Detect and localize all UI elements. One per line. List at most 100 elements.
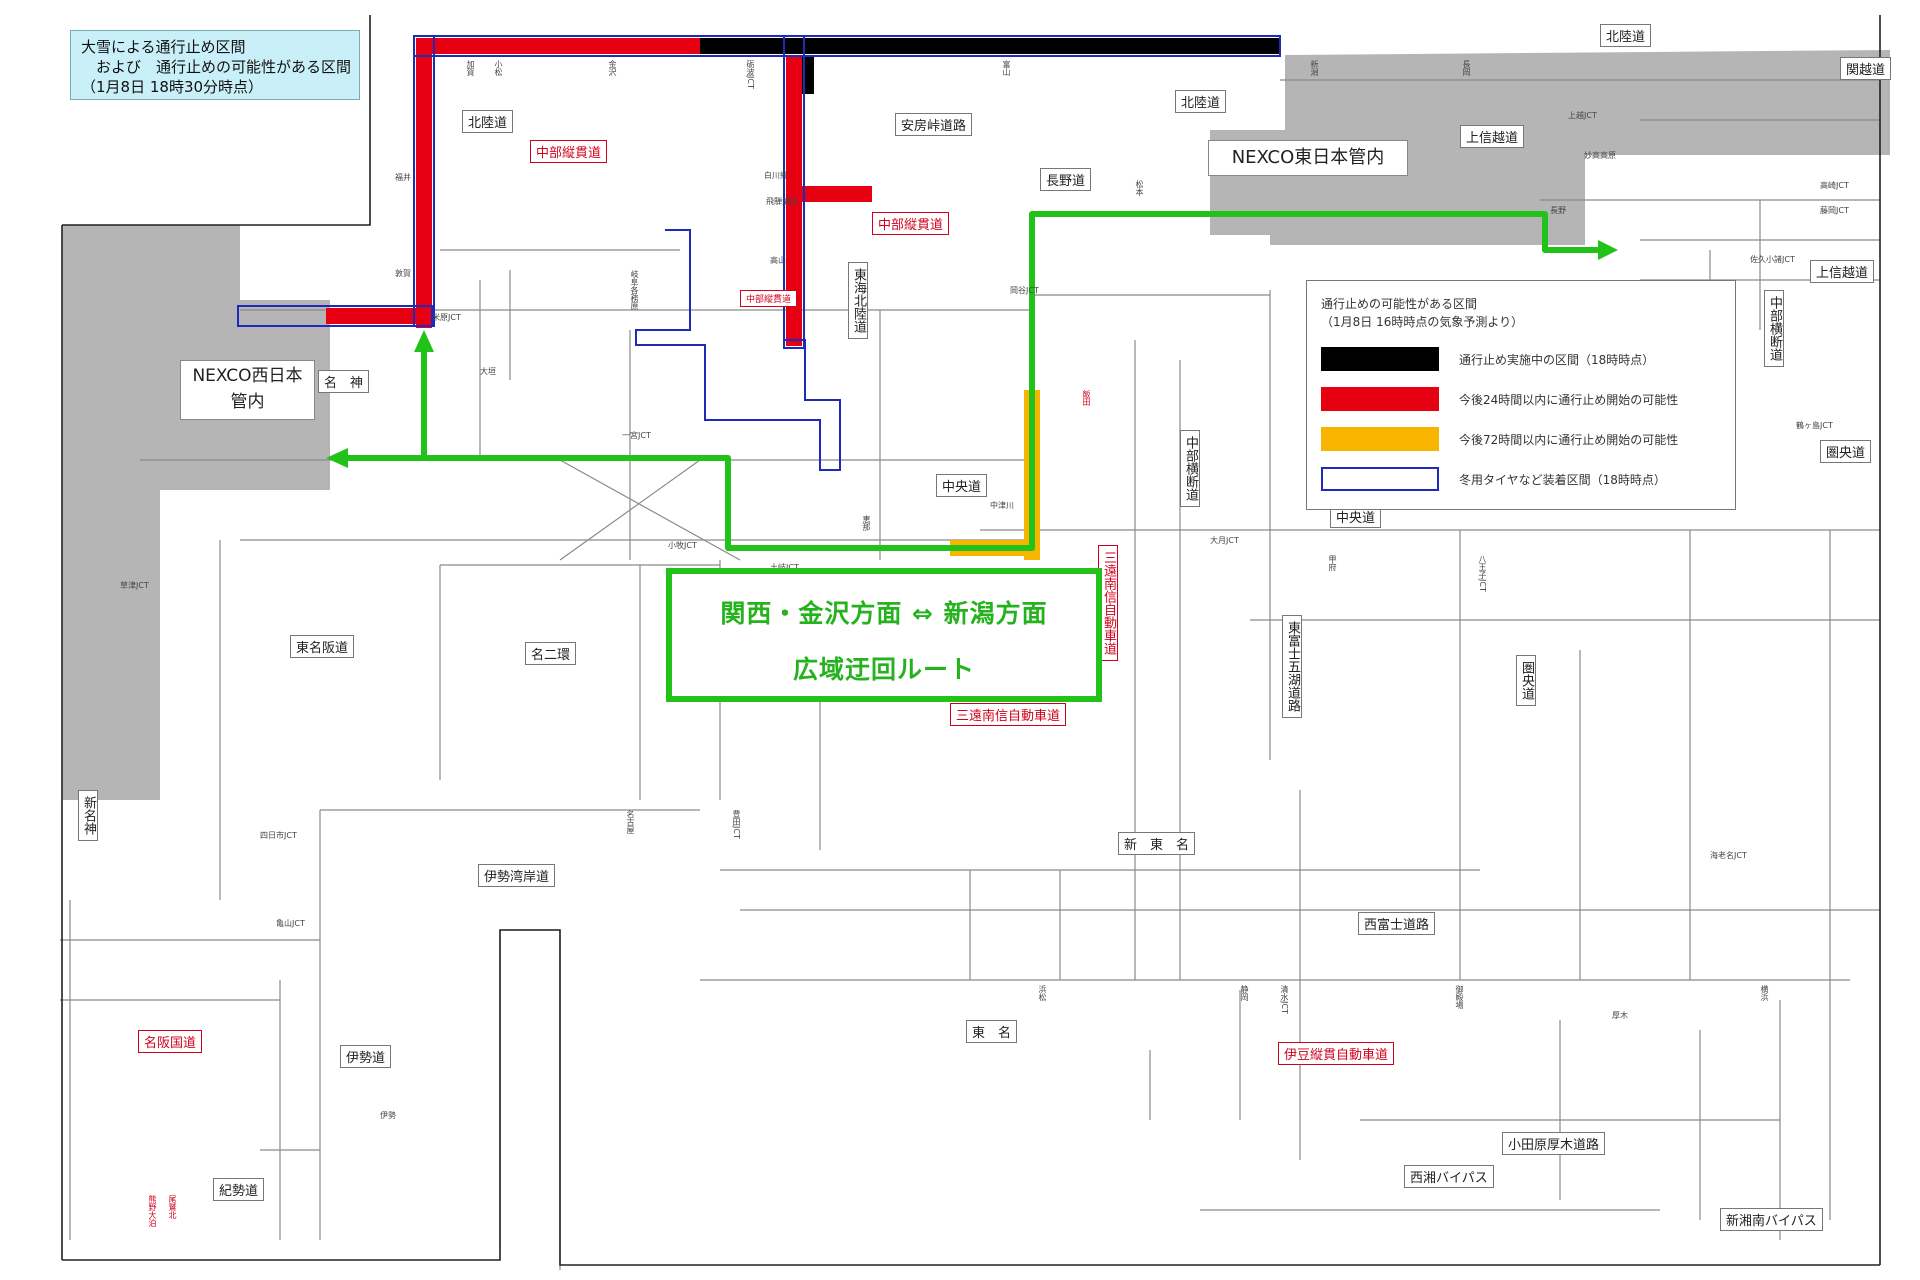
border-line (62, 929, 1880, 1266)
station-label: 豊田JCT (732, 810, 741, 839)
station-label: 八王子JCT (1478, 555, 1487, 592)
legend-title-1: 通行止めの可能性がある区間 (1321, 297, 1478, 311)
legend-label: 今後72時間以内に通行止め開始の可能性 (1459, 432, 1679, 447)
road-label-shinshonan: 新湘南バイパス (1720, 1208, 1823, 1231)
legend-label: 今後24時間以内に通行止め開始の可能性 (1459, 392, 1679, 407)
station-label: 福井 (395, 173, 411, 182)
road-label-chubu-jukan-2: 中部縦貫道 (872, 212, 950, 235)
red-section-chubu-jukan (802, 186, 872, 202)
station-label: 大垣 (480, 367, 496, 376)
station-label: 厚木 (1612, 1011, 1628, 1020)
station-label: 敦賀 (395, 269, 411, 278)
road-label-odawara: 小田原厚木道路 (1502, 1132, 1606, 1155)
road-label-izu-jukan: 伊豆縦貫自動車道 (1278, 1042, 1395, 1065)
station-label: 鶴ヶ島JCT (1796, 421, 1833, 430)
legend-item: 通行止め実施中の区間（18時時点） (1321, 347, 1721, 371)
station-label: 藤岡JCT (1820, 206, 1849, 215)
station-label: 中津川 (990, 501, 1014, 510)
station-label: 砺波JCT (746, 60, 755, 89)
nexco-west-label: NEXCO西日本 管内 (180, 360, 315, 420)
winter-tire-outline-tokai (783, 35, 805, 349)
road-label-meihan-kokudo: 名阪国道 (138, 1030, 203, 1053)
border-line (62, 15, 371, 226)
closed-section-hokuriku-east (700, 38, 1280, 54)
winter-tire-outline-hida (635, 229, 841, 471)
title-line-2: および 通行止めの可能性がある区間 (81, 58, 352, 76)
station-label: 高崎JCT (1820, 181, 1849, 190)
road-label-isewangan: 伊勢湾岸道 (478, 864, 556, 887)
nexco-west-text-2: 管内 (230, 392, 265, 412)
road-label-shin-meishin: 新名神 (78, 790, 98, 841)
road-label-hokuriku-upper: 北陸道 (1175, 90, 1227, 113)
road-line (559, 459, 701, 561)
road-label-joshinetsu-1: 上信越道 (1460, 125, 1525, 148)
red-section-tokai-hokuriku (786, 56, 802, 346)
road-label-sanen: 三遠南信自動車道 (950, 703, 1067, 726)
detour-arrow-north (414, 330, 434, 352)
road-label-tomei: 東 名 (966, 1020, 1018, 1043)
station-label: 御殿場 (1455, 985, 1464, 1009)
road-label-isedo: 伊勢道 (340, 1045, 392, 1068)
detour-route-line (344, 211, 1600, 551)
station-label: 浜松 (1038, 985, 1047, 1001)
station-label: 岡谷JCT (1010, 286, 1039, 295)
nexco-west-text-1: NEXCO西日本 (192, 366, 303, 386)
station-label: 大月JCT (1210, 536, 1239, 545)
title-line-1: 大雪による通行止め区間 (81, 38, 246, 56)
title-line-3: （1月8日 18時30分時点） (81, 78, 264, 96)
road-label-shin-tomei: 新 東 名 (1118, 832, 1196, 855)
station-label: 清水JCT (1280, 985, 1289, 1014)
road-label-ken-o-c: 圏央道 (1516, 655, 1536, 706)
road-label-chuo-c: 中央道 (936, 474, 988, 497)
station-label: 飯田 (1082, 390, 1091, 406)
station-label: 尾鷲北 (168, 1195, 177, 1219)
station-label: 甲府 (1328, 555, 1337, 571)
station-label: 長野 (1550, 206, 1566, 215)
legend-item: 今後24時間以内に通行止め開始の可能性 (1321, 387, 1721, 411)
detour-route-callout: 関西・金沢方面 ⇔ 新潟方面 広域迂回ルート (666, 568, 1102, 702)
station-label: 横浜 (1760, 985, 1769, 1001)
nexco-east-area (1210, 50, 1890, 245)
station-label: 四日市JCT (260, 831, 297, 840)
winter-tire-outline-meishin (237, 305, 433, 327)
legend-swatch (1321, 427, 1439, 451)
closed-section-hokuriku-mid (800, 56, 814, 94)
road-network (60, 79, 1880, 1270)
road-label-meishin: 名 神 (318, 370, 370, 393)
station-label: 金沢 (608, 60, 617, 76)
detour-route-title: 関西・金沢方面 ⇔ 新潟方面 (720, 599, 1048, 628)
legend-label: 冬用タイヤなど装着区間（18時時点） (1459, 472, 1666, 487)
station-label: 名古屋 (626, 810, 635, 834)
station-label: 伊勢 (380, 1111, 396, 1120)
station-label: 佐久小諸JCT (1750, 255, 1795, 264)
legend: 通行止めの可能性がある区間 （1月8日 16時時点の気象予測より） 通行止め実施… (1306, 280, 1736, 510)
road-label-anbo: 安房峠道路 (895, 113, 973, 136)
station-label: 加賀 (466, 60, 475, 76)
detour-route-subtitle: 広域迂回ルート (792, 655, 975, 684)
station-label: 小牧JCT (668, 541, 697, 550)
legend-title-2: （1月8日 16時時点の気象予測より） (1321, 315, 1524, 329)
road-label-chubu-odan-e: 中部横断道 (1764, 290, 1784, 367)
nexco-east-text: NEXCO東日本管内 (1231, 147, 1385, 168)
station-label: 長岡 (1462, 60, 1471, 76)
road-label-tomei-han: 東名阪道 (290, 635, 355, 658)
road-label-seisho: 西湘バイパス (1404, 1165, 1494, 1188)
red-section-hokuriku-west (416, 38, 432, 328)
legend-swatch (1321, 387, 1439, 411)
station-label: 富山 (1002, 60, 1011, 76)
map-title: 大雪による通行止め区間 および 通行止めの可能性がある区間 （1月8日 18時3… (70, 30, 360, 100)
winter-tire-sections (237, 35, 1281, 471)
station-label: 静岡 (1240, 985, 1249, 1001)
station-label: 一宮JCT (622, 431, 651, 440)
station-label: 亀山JCT (276, 919, 305, 928)
road-label-nishi-fuji: 西富士道路 (1358, 912, 1436, 935)
red-section-hokuriku-top (416, 38, 700, 54)
road-label-ken-o: 圏央道 (1820, 440, 1872, 463)
station-label: 恵那 (862, 515, 871, 531)
road-label-chubu-jukan-3: 中部縦貫道 (740, 290, 798, 307)
station-label: 小松 (494, 60, 503, 76)
winter-tire-outline-west (413, 35, 435, 327)
road-label-joshinetsu-2: 上信越道 (1810, 260, 1875, 283)
station-label: 松本 (1135, 180, 1144, 196)
